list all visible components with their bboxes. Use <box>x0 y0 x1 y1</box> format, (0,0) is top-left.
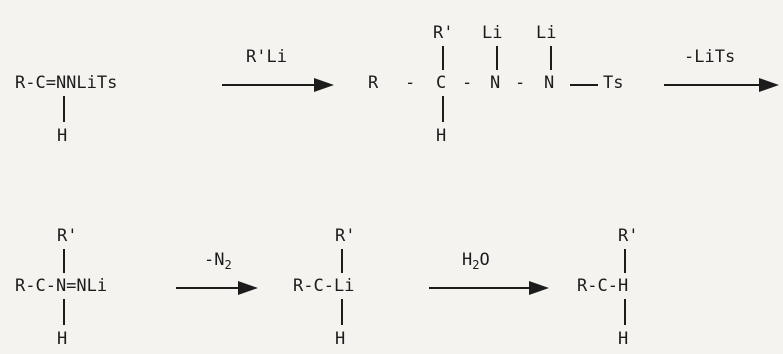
diazene-bond-c-h <box>63 299 65 325</box>
intermediate-bond-n1-li <box>496 46 498 70</box>
product-formula: R-C-H <box>577 276 629 296</box>
reaction-arrow-2 <box>664 78 779 92</box>
reaction-arrow-4 <box>429 281 549 295</box>
intermediate-bond-c-n1: - <box>462 73 473 93</box>
intermediate-tosyl: Ts <box>603 73 624 93</box>
loss-of-nitrogen-label: -N2 <box>204 250 232 272</box>
reaction-arrow-3 <box>176 281 260 295</box>
intermediate-hydrogen: H <box>436 126 447 146</box>
diazene-hydrogen: H <box>57 329 68 349</box>
reactant-bond-c-h <box>63 96 65 122</box>
intermediate-bond-c-h <box>442 96 444 122</box>
intermediate-nitrogen-2: N <box>544 73 555 93</box>
organolithium-bond-c-h <box>341 299 343 325</box>
intermediate-bond-c-rprime <box>442 46 444 70</box>
product-bond-c-rprime <box>624 249 626 273</box>
product-bond-c-h <box>624 299 626 325</box>
intermediate-lithium-2: Li <box>536 23 557 43</box>
intermediate-lithium-1: Li <box>482 23 503 43</box>
reactant-formula: R-C=NNLiTs <box>15 73 118 93</box>
product-substituent-r-prime: R' <box>618 226 639 246</box>
intermediate-bond-n1-n2: - <box>515 73 526 93</box>
reagent-organolithium-label: R'Li <box>246 47 287 67</box>
organolithium-hydrogen: H <box>335 329 346 349</box>
organolithium-bond-c-rprime <box>341 249 343 273</box>
product-hydrogen: H <box>618 329 629 349</box>
reaction-arrow-1 <box>222 78 334 92</box>
diazene-substituent-r-prime: R' <box>57 226 78 246</box>
intermediate-bond-n2-ts <box>570 84 598 86</box>
intermediate-carbon: C <box>436 73 447 93</box>
diazene-bond-c-rprime <box>63 249 65 273</box>
byproduct-lithium-tosylate-label: -LiTs <box>684 47 736 67</box>
organolithium-substituent-r-prime: R' <box>335 226 356 246</box>
water-reagent-label: H2O <box>462 250 490 272</box>
intermediate-bond-r-c: - <box>405 73 416 93</box>
intermediate-bond-n2-li <box>550 46 552 70</box>
diazene-formula: R-C-N=NLi <box>15 276 108 296</box>
intermediate-nitrogen-1: N <box>490 73 501 93</box>
intermediate-r-group: R <box>368 73 379 93</box>
organolithium-formula: R-C-Li <box>293 276 355 296</box>
intermediate-substituent-r-prime: R' <box>433 23 454 43</box>
reactant-hydrogen: H <box>57 126 68 146</box>
